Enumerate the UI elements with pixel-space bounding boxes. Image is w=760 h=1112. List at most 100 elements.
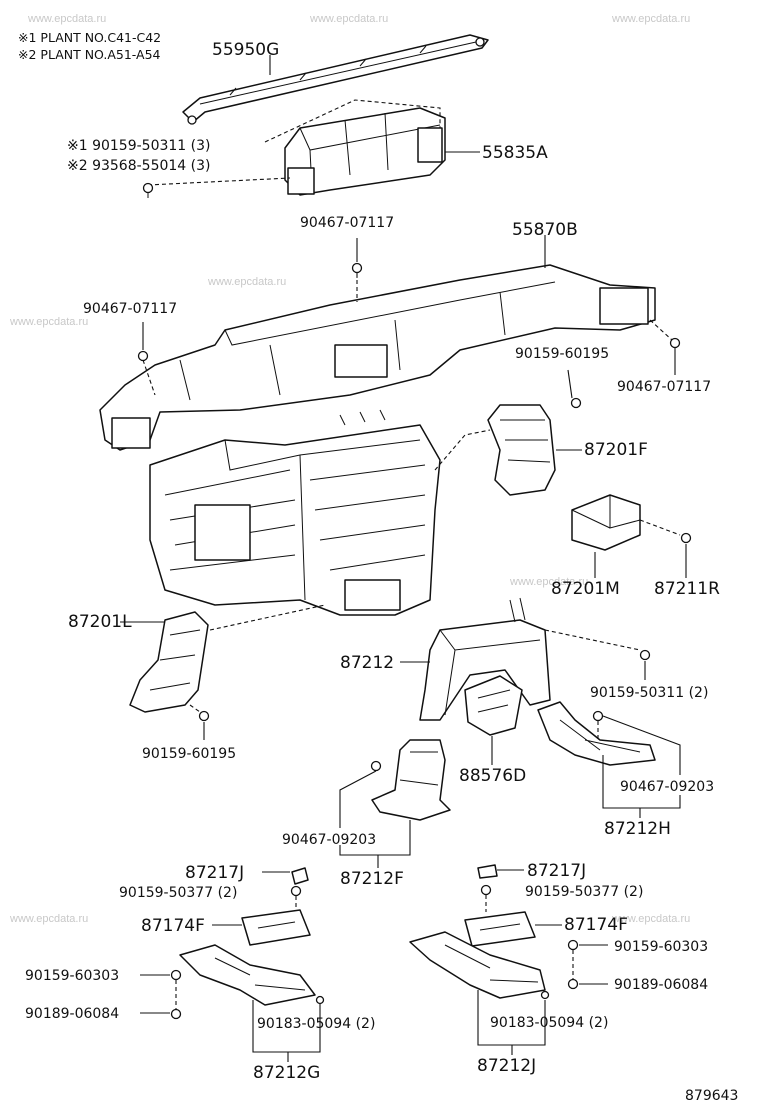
bolt-label-90183-05094: 90183-05094 (2)	[257, 1016, 375, 1032]
dashed-line	[147, 177, 291, 186]
part-label-87174F: 87174F	[141, 916, 205, 936]
part-label-88576D: 88576D	[459, 766, 526, 786]
diagram-number: 879643	[685, 1088, 738, 1104]
bolt-icon	[567, 939, 579, 951]
bolt-icon	[198, 710, 210, 722]
hvac-unit-drawing	[149, 409, 441, 616]
bolt-icon	[315, 995, 325, 1005]
part-labels: 55950G ※1 90159-50311 (3) ※2 93568-55014…	[25, 40, 738, 1104]
part-87201L-drawing	[129, 611, 209, 713]
bolt-label-90467-09203: 90467-09203	[282, 832, 376, 848]
watermark: www.epcdata.ru	[9, 913, 88, 925]
bolt-icon	[639, 649, 651, 661]
part-87201M-drawing	[571, 494, 641, 551]
bolt-icon	[480, 884, 492, 896]
bolt-label-90159-50311: 90159-50311 (2)	[590, 685, 708, 701]
bolt-label-90189-06084: 90189-06084	[25, 1006, 119, 1022]
bolt-icon	[290, 885, 302, 897]
part-55870B-drawing	[99, 264, 656, 451]
part-87212-drawing	[419, 597, 551, 721]
bolt-icon	[669, 337, 681, 349]
bolt-icon	[137, 350, 149, 362]
bolt-label-90159-60303: 90159-60303	[614, 939, 708, 955]
part-87217J-left-drawing	[291, 867, 309, 885]
plant-note-2: ※2 PLANT NO.A51-A54	[18, 47, 161, 62]
part-55835A-drawing	[284, 107, 446, 196]
part-label-87217J: 87217J	[527, 861, 586, 881]
part-label-87212: 87212	[340, 653, 394, 673]
part-55950G-drawing	[182, 34, 489, 125]
part-label-87174F: 87174F	[564, 915, 628, 935]
bolt-icon	[142, 182, 154, 198]
bolt-icon	[351, 262, 363, 278]
leader-line	[339, 770, 377, 828]
leader-line	[339, 820, 411, 856]
leader-line	[602, 755, 681, 809]
part-87212H-drawing	[537, 701, 656, 766]
plant-note-1: ※1 PLANT NO.C41-C42	[18, 30, 161, 45]
watermark: www.epcdata.ru	[27, 13, 106, 25]
part-label-87212H: 87212H	[604, 819, 671, 839]
part-88576D-drawing	[464, 675, 523, 736]
dashed-line	[544, 629, 641, 651]
bolt-label-90159-60195: 90159-60195	[515, 346, 609, 362]
part-87217J-right-drawing	[477, 864, 498, 879]
bolt-label-90189-06084: 90189-06084	[614, 977, 708, 993]
bolt-label-90467-07117: 90467-07117	[83, 301, 177, 317]
bolt-label-90159-60303: 90159-60303	[25, 968, 119, 984]
dashed-line	[434, 429, 491, 471]
part-label-87201L: 87201L	[68, 612, 132, 632]
part-label-87217J: 87217J	[185, 863, 244, 883]
watermark: www.epcdata.ru	[611, 13, 690, 25]
part-label-87212F: 87212F	[340, 869, 404, 889]
watermarks: www.epcdata.ru www.epcdata.ru www.epcdat…	[9, 13, 690, 925]
bolt-label-90183-05094: 90183-05094 (2)	[490, 1015, 608, 1031]
part-label-87211R: 87211R	[654, 579, 720, 599]
dashed-line	[264, 99, 441, 143]
part-label-87212J: 87212J	[477, 1056, 536, 1076]
part-87212J-drawing	[409, 931, 546, 999]
watermark: www.epcdata.ru	[207, 276, 286, 288]
dashed-line	[649, 319, 673, 341]
bolt-icon	[680, 532, 692, 544]
part-label-55835A: 55835A	[482, 143, 548, 163]
dashed-line	[142, 359, 156, 396]
part-label-87201F: 87201F	[584, 440, 648, 460]
bolt-label-93568-55014: ※2 93568-55014 (3)	[67, 158, 211, 174]
bolt-icon	[170, 1008, 182, 1020]
bolt-label-90467-07117: 90467-07117	[300, 215, 394, 231]
leader-line	[567, 369, 573, 399]
bolt-label-90467-07117: 90467-07117	[617, 379, 711, 395]
watermark: www.epcdata.ru	[611, 913, 690, 925]
bolt-icon	[567, 978, 579, 990]
bolt-icon	[540, 990, 550, 1000]
bolt-icon	[170, 969, 182, 981]
watermark: www.epcdata.ru	[9, 316, 88, 328]
part-87174F-left-drawing	[241, 909, 311, 946]
bolt-icon	[370, 760, 382, 772]
part-label-87201M: 87201M	[551, 579, 620, 599]
bolt-label-90159-60195: 90159-60195	[142, 746, 236, 762]
part-label-87212G: 87212G	[253, 1063, 320, 1083]
bolt-label-90159-50377: 90159-50377 (2)	[525, 884, 643, 900]
bolt-label-90467-09203: 90467-09203	[620, 779, 714, 795]
dashed-line	[639, 519, 681, 536]
bolt-label-90159-50377: 90159-50377 (2)	[119, 885, 237, 901]
part-87174F-right-drawing	[464, 911, 536, 947]
bolt-label-90159-50311: ※1 90159-50311 (3)	[67, 138, 211, 154]
dashed-line	[189, 704, 201, 713]
bolt-icon	[570, 397, 582, 409]
dashed-line	[209, 604, 326, 631]
bolt-icon	[592, 710, 604, 722]
leader-line	[602, 715, 681, 775]
part-label-55870B: 55870B	[512, 220, 578, 240]
watermark: www.epcdata.ru	[309, 13, 388, 25]
part-87212F-drawing	[371, 739, 451, 821]
leader-line	[252, 1000, 321, 1053]
part-87201F-drawing	[487, 404, 556, 496]
watermark: www.epcdata.ru	[509, 576, 588, 588]
part-label-55950G: 55950G	[212, 40, 279, 60]
part-87212G-drawing	[179, 944, 316, 1006]
